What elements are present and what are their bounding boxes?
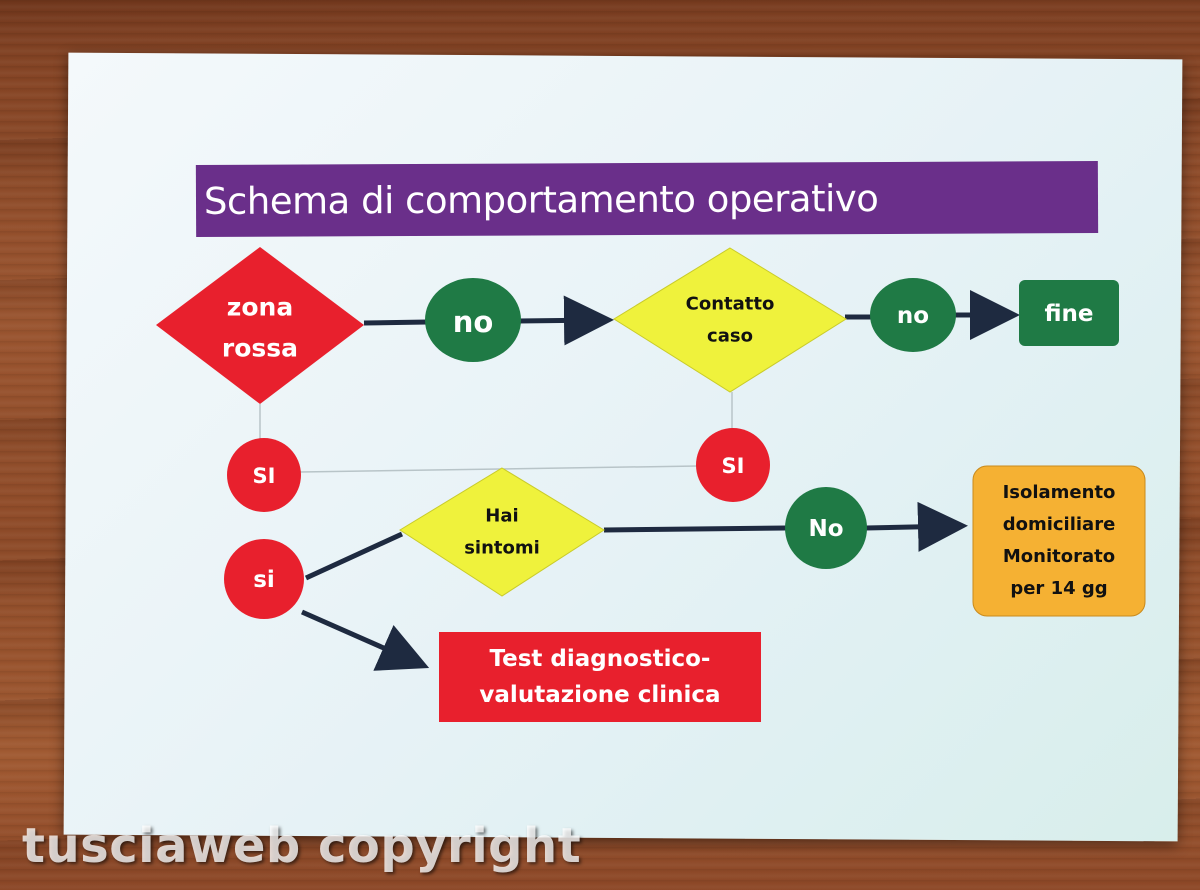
si-circle-3 — [224, 539, 304, 619]
watermark-text: tusciaweb copyright — [22, 818, 582, 874]
no-1-label: no — [453, 305, 494, 339]
arrow-line — [603, 525, 787, 533]
si-circle-2 — [696, 428, 770, 502]
si-3-label: si — [253, 567, 275, 593]
si-circle-1 — [227, 438, 301, 512]
isolamento-box — [972, 465, 1146, 617]
zona-rossa-label-line1: zona — [227, 293, 293, 322]
si-2-label: SI — [722, 454, 745, 478]
fine-box — [1019, 280, 1119, 346]
no-circle-1 — [425, 278, 521, 362]
fine-label: fine — [1044, 301, 1093, 327]
no-circle-2 — [870, 278, 956, 352]
hai-sintomi-label-line1: Hai — [485, 506, 518, 527]
arrow-si-to-test — [300, 609, 430, 671]
contatto-caso-label-line2: caso — [707, 326, 753, 347]
no-3-label: No — [808, 516, 843, 542]
arrow-line — [363, 319, 429, 326]
si-1-label: SI — [253, 464, 276, 488]
no-2-label: no — [897, 303, 929, 329]
connector-line — [299, 465, 699, 473]
contatto-caso-label-line1: Contatto — [686, 294, 775, 315]
arrow-no-to-isolamento — [865, 501, 968, 552]
hai-sintomi-label-line2: sintomi — [464, 538, 540, 559]
contatto-caso-diamond — [613, 247, 847, 393]
arrow-zona-to-contatto — [517, 295, 614, 346]
isolamento-label: Isolamento domiciliare Monitorato per 14… — [1002, 482, 1116, 599]
hai-sintomi-diamond — [399, 467, 605, 597]
zona-rossa-diamond — [156, 247, 364, 404]
zona-rossa-label-line2: rossa — [222, 334, 298, 363]
test-box — [439, 632, 761, 722]
no-circle-3 — [785, 487, 867, 569]
test-label: Test diagnostico- valutazione clinica — [479, 646, 721, 708]
arrow-si-to-sintomi — [304, 531, 404, 581]
